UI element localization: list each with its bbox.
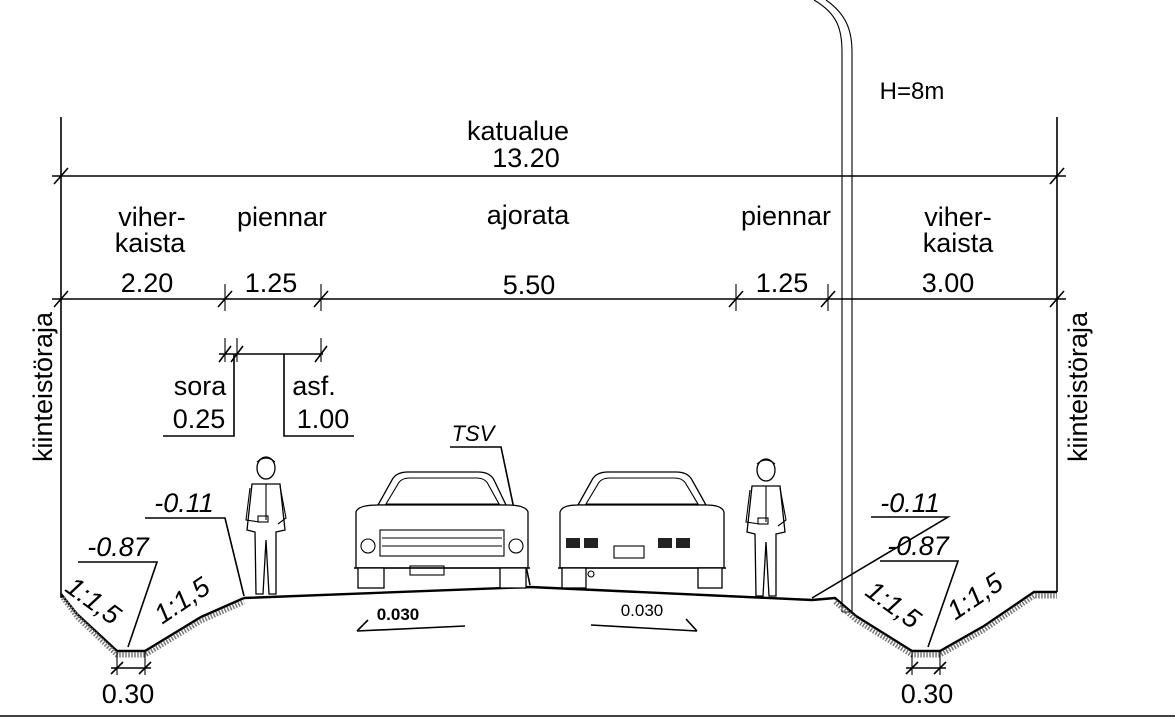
left-shoulder-width: 1.25 [245,268,298,298]
left-car-illustration [354,471,530,589]
level-leaders [78,516,960,648]
carriageway-width: 5.50 [503,270,556,300]
left-inner-slope: 1:1,5 [149,571,216,630]
left-verge-width: 2.20 [121,268,174,298]
carriageway-label: ajorata [487,200,571,230]
shoulder-detail-dimension [163,338,354,437]
right-verge-label-2: kaista [923,228,995,258]
right-shoulder-label: piennar [741,201,831,231]
left-verge-label-1: viher- [118,202,186,232]
asphalt-width: 1.00 [297,404,350,434]
left-pedestrian-illustration [245,456,287,595]
dim-tick [1049,290,1065,308]
dim-tick [53,167,69,185]
right-pedestrian-illustration [745,458,787,597]
right-cross-fall: 0.030 [621,601,664,620]
gravel-width: 0.25 [173,404,226,434]
left-ditch-level: -0.87 [87,532,150,562]
left-ditch-bottom-width: 0.30 [102,679,155,709]
light-pole-height: H=8m [880,78,945,105]
left-shoulder-label: piennar [237,202,327,232]
right-car-illustration [558,471,726,589]
left-property-line-label: kiinteistöraja [28,311,58,462]
right-verge-width: 3.00 [922,268,975,298]
light-pole [813,0,853,613]
dim-tick [1049,167,1065,185]
asphalt-label: asf. [292,371,336,401]
gravel-label: sora [174,371,228,401]
dim-tick [53,290,69,308]
street-area-dimension: katualue 13.20 [52,116,1066,185]
right-shoulder-width: 1.25 [756,268,809,298]
ground-profile [60,585,1057,675]
cross-fall-arrows [356,618,698,632]
right-edge-level: -0.11 [880,488,940,518]
zone-dimension-line [52,284,1066,311]
crown-label: TSV [452,421,497,446]
left-outer-slope: 1:1,5 [60,571,127,631]
street-area-label: katualue [467,116,569,146]
left-verge-label-2: kaista [115,228,187,258]
right-ditch-bottom-width: 0.30 [901,679,954,709]
street-area-width: 13.20 [492,143,560,173]
right-verge-label-1: viher- [924,202,992,232]
left-edge-level: -0.11 [154,488,214,518]
left-cross-fall: 0.030 [377,605,420,624]
right-property-line-label: kiinteistöraja [1063,311,1093,462]
right-ditch-level: -0.87 [887,531,950,561]
